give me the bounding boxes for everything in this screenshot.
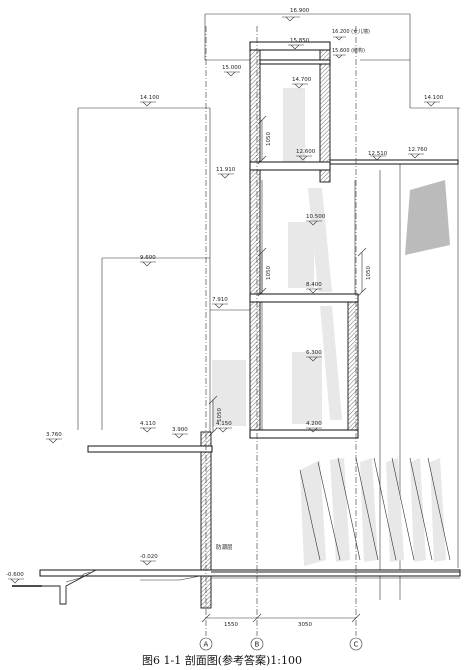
- elev-8400: 8.400: [306, 282, 322, 288]
- elev-3760: 3.760: [46, 432, 62, 438]
- background-outlines: [77, 13, 460, 600]
- dimension-marks: [208, 115, 367, 437]
- elev-3900: 3.900: [172, 427, 188, 433]
- axis-label-a: A: [204, 641, 209, 649]
- elev-12760: 12.760: [408, 147, 428, 153]
- section-slabs: [39, 41, 461, 577]
- axis-lines: [201, 26, 361, 636]
- elevation-markers: [8, 16, 440, 584]
- dim-1050-mid: 1050: [266, 266, 272, 280]
- axis-label-b: B: [255, 641, 260, 649]
- elev-4110: 4.110: [140, 421, 156, 427]
- elev-15850: 15.850: [290, 38, 310, 44]
- figure-caption: 图6 1-1 剖面图(参考答案)1:100: [142, 653, 302, 667]
- elev-11910: 11.910: [216, 167, 236, 173]
- elev-12510: 12.510: [368, 151, 388, 157]
- interior-shading: [212, 88, 450, 566]
- elev-14100-left: 14.100: [140, 95, 160, 101]
- note-damp-proof-course: 防潮层: [216, 543, 233, 551]
- axis-bubbles: A B C: [199, 637, 363, 651]
- dim-1050-low: 1050: [217, 408, 223, 422]
- dim-3050: 3050: [298, 622, 312, 628]
- elev-16200: 16.200 (女儿墙): [332, 28, 370, 35]
- dim-1050-right: 1050: [366, 266, 372, 280]
- elev-4150: 4.150: [216, 421, 232, 427]
- axis-bubble-b: [250, 637, 264, 651]
- elev-12600: 12.600: [296, 149, 316, 155]
- elev-14700: 14.700: [292, 77, 312, 83]
- elev-16900: 16.900: [290, 8, 310, 14]
- elev-4200: 4.200: [306, 421, 322, 427]
- ground: [12, 569, 460, 605]
- axis-bubble-a: [199, 637, 213, 651]
- elev-15600: 15.600 (结构): [332, 47, 365, 54]
- dimension-labels: 1050 1050 1050 1050 1550 3050: [217, 132, 372, 628]
- elev-9600: 9.600: [140, 255, 156, 261]
- elev-6300: 6.300: [306, 350, 322, 356]
- elevation-labels: 16.900 16.200 (女儿墙) 15.850 15.600 (结构) 1…: [6, 8, 444, 578]
- dim-1550: 1550: [224, 622, 238, 628]
- elev-10500: 10.500: [306, 214, 326, 220]
- elev-14100-right: 14.100: [424, 95, 444, 101]
- axis-bubble-c: [349, 637, 363, 651]
- axis-label-c: C: [354, 641, 359, 649]
- elev-minus-0020: -0.020: [140, 554, 158, 560]
- elev-15000: 15.000: [222, 65, 242, 71]
- elev-minus-0600: -0.600: [6, 572, 24, 578]
- dim-1050-top: 1050: [266, 132, 272, 146]
- facade-diagonals: [299, 457, 451, 561]
- elev-7910: 7.910: [212, 297, 228, 303]
